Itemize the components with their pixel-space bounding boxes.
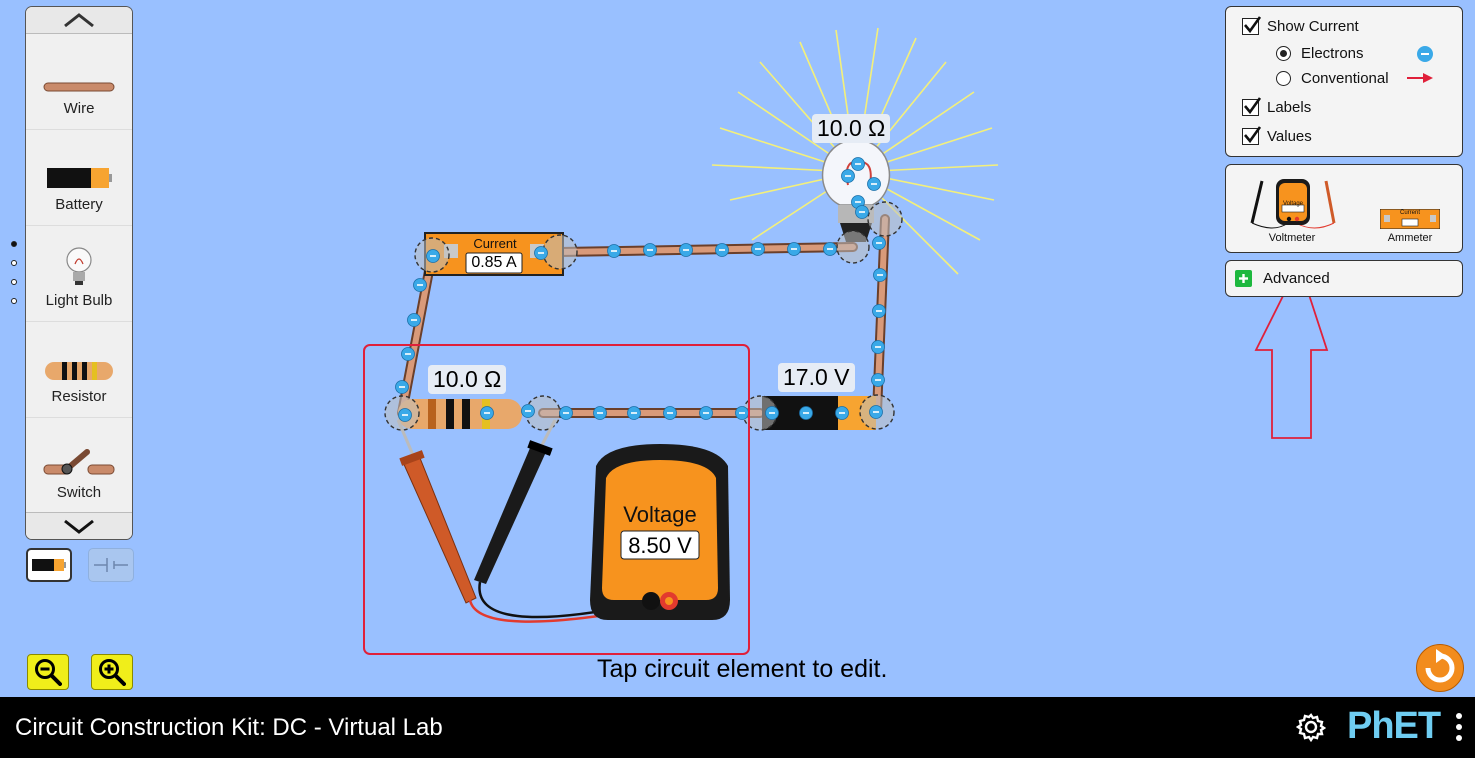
voltmeter-body[interactable]	[590, 444, 730, 620]
voltmeter-icon	[1250, 179, 1336, 229]
checkbox-box	[1242, 126, 1262, 145]
voltmeter-title: Voltage	[623, 502, 697, 527]
ammeter-icon-text: Current	[1399, 210, 1420, 216]
voltmeter-label: Voltmeter	[1268, 232, 1316, 244]
ammeter-title: Current	[473, 236, 517, 251]
values-label: Values	[1267, 128, 1312, 145]
page-dot-2[interactable]	[11, 260, 17, 266]
voltmeter-probe-black[interactable]	[474, 419, 557, 584]
labels-label: Labels	[1267, 99, 1312, 116]
phet-logo-text: PhET	[1347, 704, 1441, 747]
zoom-in-button[interactable]	[91, 654, 133, 690]
ammeter-icon	[1380, 209, 1440, 229]
carousel-up-button[interactable]	[26, 7, 132, 34]
chevron-up-icon	[64, 13, 94, 28]
resistor-icon	[45, 362, 113, 380]
page-dot-4[interactable]	[11, 298, 17, 304]
display-options-panel: Show Current Electrons Conventional Labe…	[1225, 6, 1463, 157]
voltmeter-tool[interactable]: Voltage Voltmeter	[1244, 171, 1340, 249]
more-options-icon[interactable]	[1452, 711, 1466, 743]
reset-icon	[1425, 649, 1455, 683]
toolbox-item-wire[interactable]: Wire	[26, 34, 132, 130]
toolbox-item-label: Resistor	[51, 388, 107, 405]
light-bulb-icon	[66, 247, 92, 285]
toolbox-item-battery[interactable]: Battery	[26, 130, 132, 226]
conventional-radio[interactable]: Conventional	[1276, 70, 1389, 87]
lifelike-view-button[interactable]	[26, 548, 72, 582]
checkbox-box	[1242, 16, 1262, 35]
toolbox-item-light-bulb[interactable]: Light Bulb	[26, 226, 132, 322]
ammeter-reading: 0.85 A	[471, 254, 517, 271]
voltmeter-probe-red[interactable]	[396, 419, 477, 604]
check-icon	[1244, 97, 1262, 115]
advanced-label: Advanced	[1263, 270, 1330, 287]
show-current-label: Show Current	[1267, 18, 1359, 35]
voltmeter-reading: 8.50 V	[628, 533, 692, 558]
chevron-down-icon	[64, 519, 94, 534]
page-dot-3[interactable]	[11, 279, 17, 285]
page-dot-1[interactable]	[11, 241, 17, 247]
electron-icon	[1417, 46, 1433, 62]
show-current-checkbox[interactable]: Show Current	[1242, 16, 1359, 35]
advanced-accordion[interactable]: Advanced	[1225, 260, 1463, 297]
electron-particles	[395, 157, 887, 422]
edit-hint: Tap circuit element to edit.	[597, 655, 888, 683]
app-title: Circuit Construction Kit: DC - Virtual L…	[15, 714, 443, 741]
bulb-resistance-label: 10.0 Ω	[812, 114, 891, 143]
battery[interactable]	[762, 396, 876, 430]
meters-panel: Voltage Voltmeter Current Ammeter	[1225, 164, 1463, 253]
battery-icon	[47, 168, 112, 188]
radio-selected	[1276, 46, 1291, 61]
check-icon	[1244, 16, 1262, 34]
ammeter-label: Ammeter	[1387, 232, 1433, 244]
electrons-label: Electrons	[1301, 45, 1364, 62]
zoom-out-button[interactable]	[27, 654, 69, 690]
wire-icon	[43, 82, 115, 92]
phet-logo[interactable]: PhET	[1347, 704, 1441, 747]
battery-voltage-label: 17.0 V	[778, 363, 855, 392]
electrons-radio[interactable]: Electrons	[1276, 45, 1364, 62]
switch-icon	[43, 449, 115, 475]
voltmeter-icon-text: Voltage	[1283, 201, 1304, 207]
toolbox-item-resistor[interactable]: Resistor	[26, 322, 132, 418]
circuit-canvas	[363, 27, 1329, 655]
expand-plus-icon	[1235, 270, 1252, 287]
navigation-bar	[0, 697, 1475, 758]
settings-gear-icon[interactable]	[1296, 712, 1326, 742]
toolbox-item-label: Switch	[56, 484, 102, 501]
values-checkbox[interactable]: Values	[1242, 126, 1312, 145]
highlight-box	[363, 344, 750, 655]
toolbox-carousel: Wire Battery Light Bulb Resistor	[25, 6, 133, 540]
zoom-out-icon	[35, 659, 62, 686]
battery-icon	[32, 559, 66, 571]
reset-all-button[interactable]	[1416, 644, 1464, 692]
checkbox-box	[1242, 97, 1262, 116]
toolbox-item-label: Wire	[63, 100, 95, 117]
toolbox-item-label: Light Bulb	[45, 292, 113, 309]
conventional-arrow-icon	[1407, 73, 1433, 83]
ammeter-tool[interactable]: Current Ammeter	[1374, 171, 1446, 249]
schematic-view-button[interactable]	[88, 548, 134, 582]
check-icon	[1244, 126, 1262, 144]
zoom-in-icon	[99, 659, 126, 686]
circuit-vertices[interactable]	[384, 201, 903, 431]
schematic-battery-icon	[94, 558, 128, 572]
radio-unselected	[1276, 71, 1291, 86]
carousel-down-button[interactable]	[26, 512, 132, 539]
conventional-label: Conventional	[1301, 70, 1389, 87]
labels-checkbox[interactable]: Labels	[1242, 97, 1312, 116]
hint-arrow	[1254, 261, 1329, 439]
resistor-resistance-label: 10.0 Ω	[428, 365, 507, 394]
toolbox-item-label: Battery	[55, 196, 103, 213]
